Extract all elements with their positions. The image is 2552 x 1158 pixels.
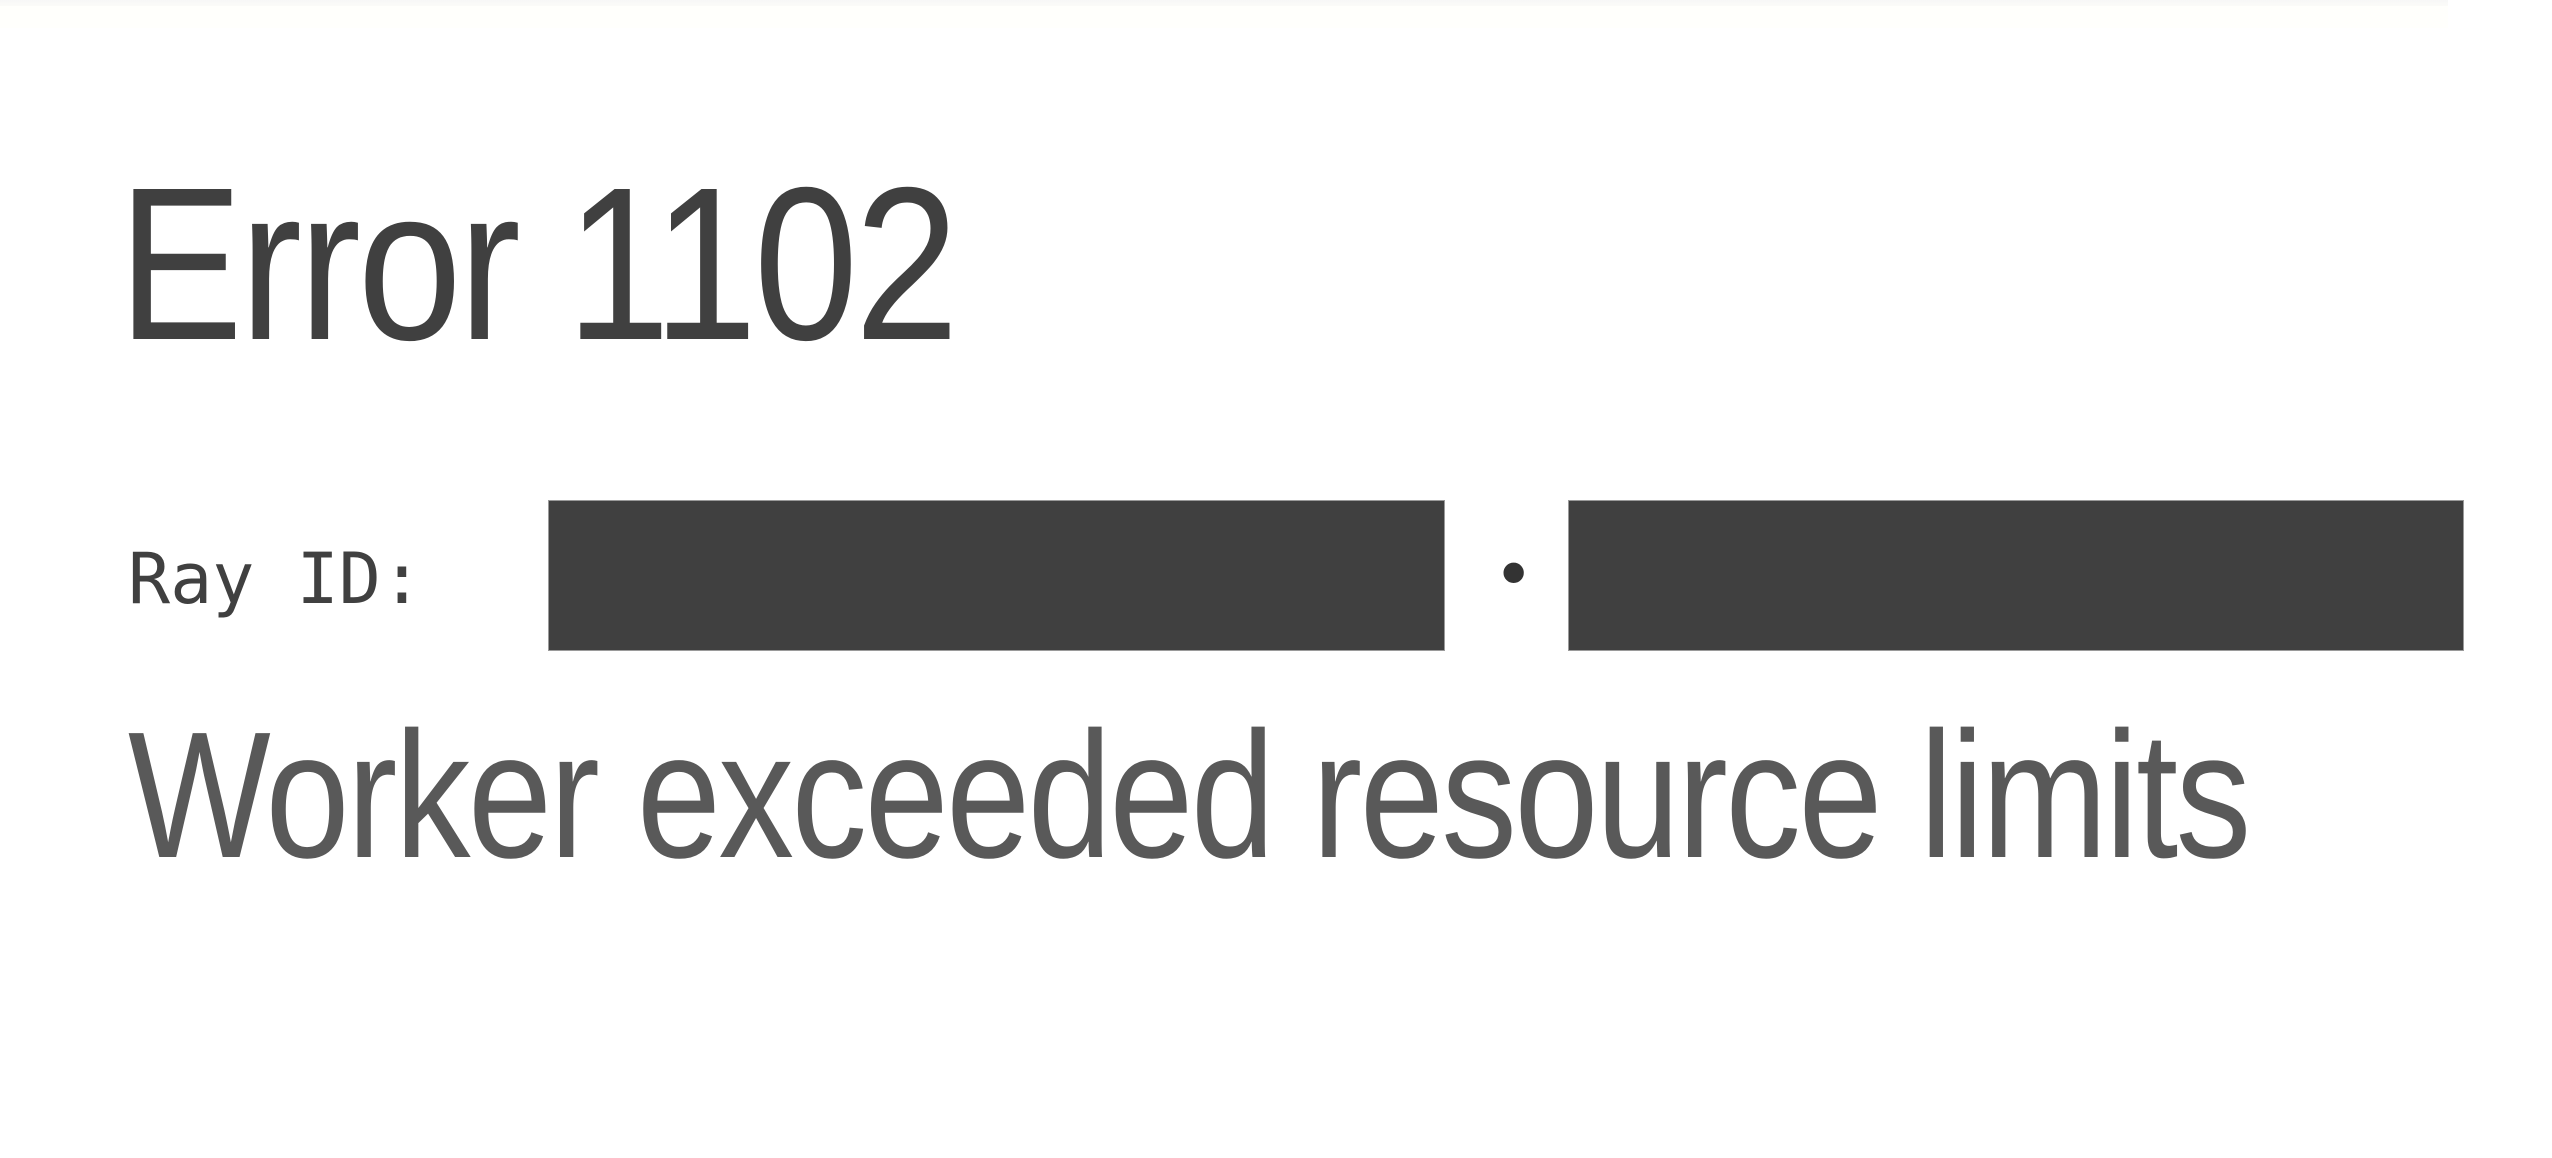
ray-id-row: Ray ID: • [128,500,2468,651]
ray-id-redacted-part-2 [1568,500,2464,651]
header-strip [0,6,2448,28]
error-title: Error 1102 [118,143,959,386]
error-message-text: Worker exceeded resource limits [128,695,2251,896]
ray-id-label: Ray ID: [128,537,424,620]
ray-id-separator: • [1493,534,1535,616]
top-divider [0,0,2448,6]
error-message: Worker exceeded resource limits [128,680,2251,912]
ray-id-redacted-part-1 [548,500,1445,651]
